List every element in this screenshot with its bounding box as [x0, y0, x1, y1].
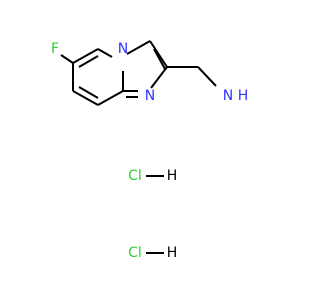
bond-c7-f: [60, 54, 74, 64]
bond-c6-c7-double: [78, 55, 99, 68]
salt-hydrogen-1: H: [167, 168, 178, 184]
atom-hydrogen-amine: H: [238, 88, 249, 104]
bond-c2-n1: [150, 66, 168, 89]
bond-ring-top-to-n: [97, 48, 113, 58]
bond-ch2-n: [197, 66, 217, 87]
atom-fluorine: F: [51, 41, 59, 57]
salt-chlorine-2: Cl: [128, 245, 142, 261]
salt-chlorine-1: Cl: [128, 168, 142, 184]
bond-c3-c2-double-inner: [153, 48, 166, 70]
atom-nitrogen-imidazole: N: [145, 88, 155, 104]
bond-c3-c2-double: [149, 40, 168, 68]
atom-nitrogen-ring: N: [118, 41, 128, 57]
molecule-structure: F N N N H Cl H Cl H: [51, 40, 249, 261]
salt-hydrogen-2: H: [167, 245, 178, 261]
structure-canvas: F N N N H Cl H Cl H: [50, 40, 249, 261]
bond-c8-c8a: [97, 90, 124, 106]
bond-c5-c8: [72, 90, 99, 106]
atom-nitrogen-amine: N: [223, 88, 233, 104]
bond-c6-c7: [72, 48, 99, 64]
bond-n4-c3: [126, 40, 151, 55]
bond-c5-c8-double: [78, 86, 99, 99]
